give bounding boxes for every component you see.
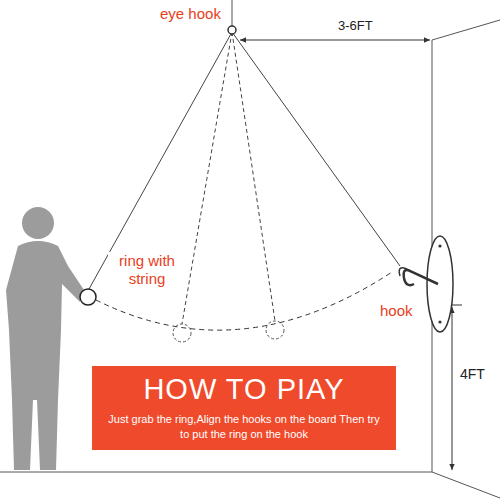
label: 4FT <box>458 366 487 383</box>
label: ring with string <box>108 252 186 288</box>
label: 3-6FT <box>336 18 375 34</box>
width-dimension <box>240 40 430 41</box>
box-body: Just grab the ring,Align the hooks on th… <box>106 412 382 442</box>
ring <box>80 289 96 305</box>
label: eye hook <box>158 5 223 23</box>
person-silhouette <box>6 207 84 470</box>
eye-hook <box>228 26 236 34</box>
ring-swing <box>173 324 191 342</box>
label: hook <box>378 302 415 320</box>
ring-swing <box>266 321 284 339</box>
height-dimension <box>444 305 462 470</box>
box-heading: HOW TO PIAY <box>106 374 382 406</box>
strings <box>89 32 400 330</box>
instruction-box: HOW TO PIAY Just grab the ring,Align the … <box>92 366 396 450</box>
